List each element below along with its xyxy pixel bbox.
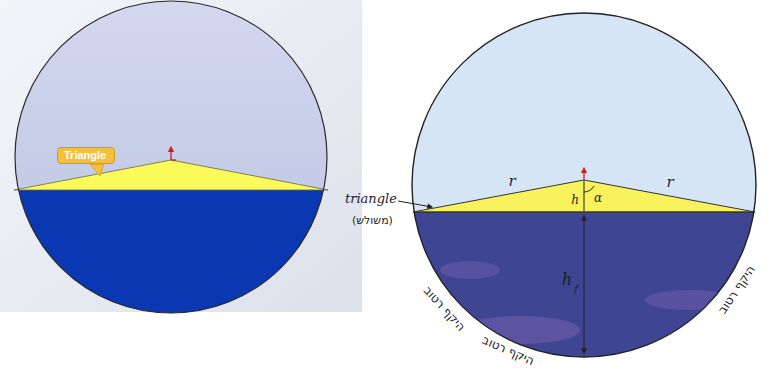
height-label: h [571, 194, 579, 207]
depth-label: h [562, 271, 572, 289]
depth-line [584, 216, 585, 353]
water-line [413, 212, 755, 213]
perimeter-label: היקף רטוב [716, 263, 758, 316]
triangle-note: triangle [345, 192, 397, 206]
axis-arrow [170, 149, 171, 160]
pipe-outline [15, 1, 327, 313]
triangle-note: (משולש) [352, 215, 393, 227]
radius-label: r [666, 174, 673, 191]
pipe-outline [412, 13, 756, 357]
angle-arc [584, 186, 594, 192]
triangle-area [413, 180, 755, 212]
axis-tick [171, 159, 176, 160]
height-line [584, 181, 585, 211]
perimeter-label: היקף רטוב [421, 284, 468, 334]
callout-text: Triangle [64, 149, 106, 161]
depth-subscript: f [574, 283, 578, 294]
axis-arrow [583, 170, 584, 180]
leader-line [398, 201, 432, 207]
perimeter-label: היקף רטוב [480, 334, 536, 369]
callout-box: Triangle [57, 147, 115, 164]
sketch-section [400, 0, 770, 372]
angle-label: α [594, 192, 602, 205]
triangle-area [14, 160, 328, 190]
pipe-section [0, 0, 362, 320]
callout-pointer [90, 164, 104, 176]
radius-label: r [508, 173, 515, 190]
